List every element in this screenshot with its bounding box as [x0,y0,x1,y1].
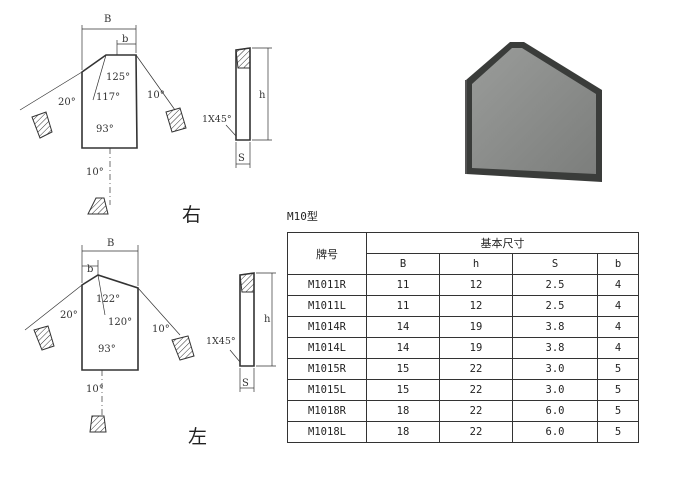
left-angle-4: 20° [60,310,78,321]
right-dim-S: S [238,153,245,164]
left-tool-insets [33,325,195,433]
cell-model: M1014R [287,316,367,338]
cell-b: 4 [597,295,639,317]
right-hand-label: 右 [182,204,202,226]
left-dim-S: S [242,378,249,389]
right-angle-6: 10° [86,167,104,178]
right-dim-B: B [104,14,111,25]
cell-model: M1018R [287,400,367,422]
cell-b: 5 [597,421,639,443]
header-S: S [512,253,598,275]
cell-b: 5 [597,379,639,401]
right-dim-b: b [122,34,128,45]
cell-b: 15 [366,358,440,380]
left-angle-2: 120° [108,317,132,328]
header-h: h [439,253,513,275]
cell-h: 19 [439,316,513,338]
header-dims: 基本尺寸 [366,232,639,254]
header-brand: 牌号 [287,232,367,275]
left-angle-6: 10° [86,384,104,395]
cell-s: 2.5 [512,274,598,296]
right-side-view [225,47,272,168]
cell-b: 4 [597,316,639,338]
left-dim-b: b [87,264,93,275]
right-angle-4: 20° [58,97,76,108]
left-dim-B: B [107,238,114,249]
left-angle-3: 93° [98,344,116,355]
cell-h: 12 [439,295,513,317]
model-title: M10型 [287,210,318,223]
left-angle-1: 122° [96,294,120,305]
cell-b: 18 [366,400,440,422]
cell-model: M1015R [287,358,367,380]
left-chamfer: 1X45° [206,336,236,347]
right-tool-insets [31,107,187,215]
technical-drawing: B b 125° 117° 93° 20° 10° 10° h 1X45° S … [19,14,276,433]
cell-b: 14 [366,337,440,359]
right-chamfer: 1X45° [202,114,232,125]
cell-s: 2.5 [512,295,598,317]
right-dim-h: h [259,90,266,101]
cell-h: 22 [439,379,513,401]
cell-s: 3.0 [512,358,598,380]
right-angle-5: 10° [147,90,165,101]
right-front-view [19,25,176,205]
cell-s: 3.0 [512,379,598,401]
cell-h: 19 [439,337,513,359]
cell-b: 11 [366,274,440,296]
cell-h: 22 [439,400,513,422]
right-angle-3: 93° [96,124,114,135]
cell-model: M1011R [287,274,367,296]
cell-b: 15 [366,379,440,401]
left-angle-5: 10° [152,324,170,335]
cell-h: 22 [439,421,513,443]
left-hand-label: 左 [188,426,208,448]
left-front-view [24,245,181,415]
cell-h: 22 [439,358,513,380]
left-side-view [229,272,276,392]
header-b: b [597,253,639,275]
cell-model: M1015L [287,379,367,401]
cell-b: 4 [597,274,639,296]
cell-s: 6.0 [512,400,598,422]
right-angle-2: 117° [96,92,120,103]
cell-model: M1011L [287,295,367,317]
cell-model: M1018L [287,421,367,443]
cell-b: 11 [366,295,440,317]
header-B: B [366,253,440,275]
right-angle-1: 125° [106,72,130,83]
cell-b: 14 [366,316,440,338]
cell-s: 3.8 [512,337,598,359]
insert-photo [465,42,602,182]
cell-s: 3.8 [512,316,598,338]
cell-b: 5 [597,358,639,380]
cell-b: 4 [597,337,639,359]
cell-b: 5 [597,400,639,422]
cell-b: 18 [366,421,440,443]
cell-h: 12 [439,274,513,296]
cell-model: M1014L [287,337,367,359]
left-dim-h: h [264,314,271,325]
cell-s: 6.0 [512,421,598,443]
